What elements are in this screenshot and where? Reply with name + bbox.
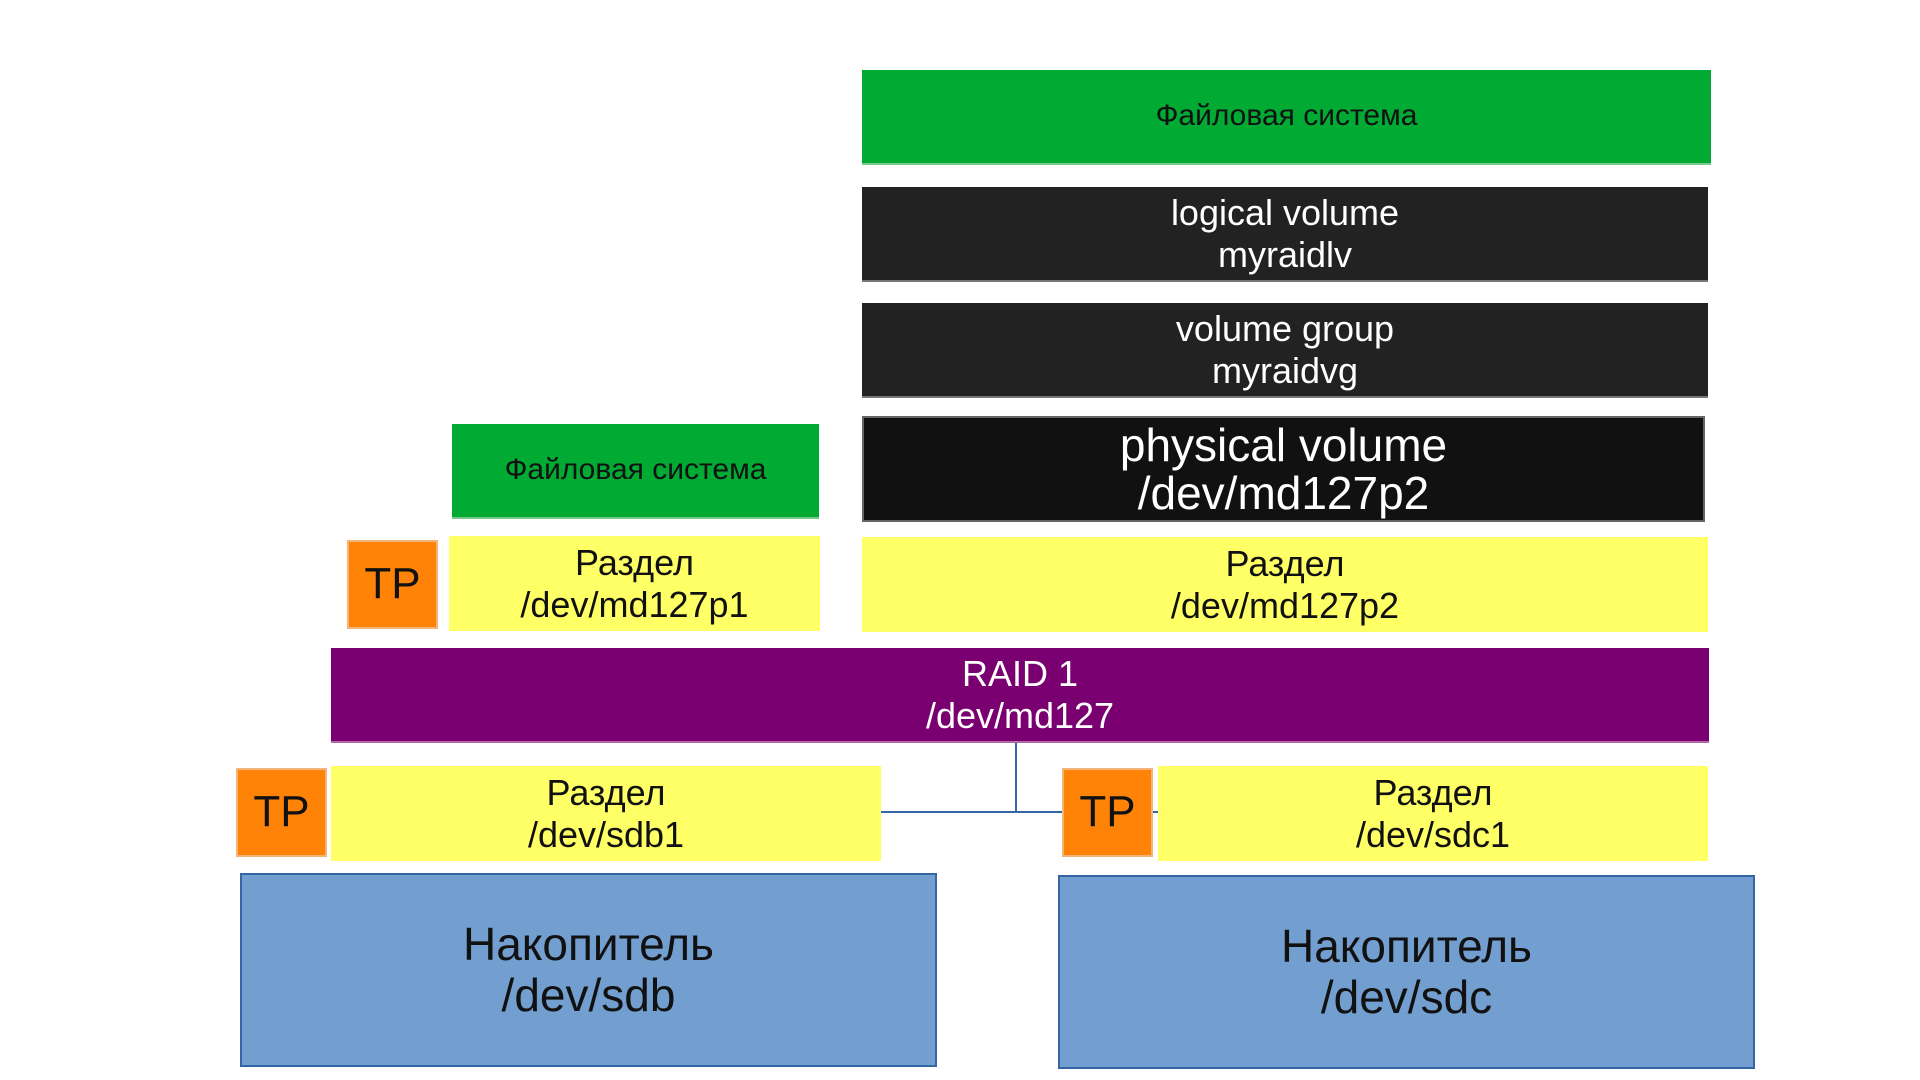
partition-label: Раздел (575, 542, 694, 584)
filesystem-box-right: Файловая система (862, 70, 1711, 165)
partition-sdc1-box: Раздел /dev/sdc1 (1158, 766, 1708, 861)
filesystem-label: Файловая система (1155, 99, 1418, 133)
disk-sdc-box: Накопитель /dev/sdc (1058, 875, 1755, 1069)
filesystem-box-left: Файловая система (452, 424, 819, 519)
raid-box: RAID 1 /dev/md127 (331, 648, 1709, 743)
physical-volume-device: /dev/md127p2 (1137, 467, 1430, 519)
volume-group-box: volume group myraidvg (862, 303, 1708, 398)
logical-volume-label: logical volume (1170, 192, 1400, 234)
partition-device: /dev/sdc1 (1355, 813, 1511, 855)
logical-volume-name: myraidlv (1217, 233, 1352, 275)
disk-label: Накопитель (1280, 920, 1533, 973)
partition-md127p1-box: Раздел /dev/md127p1 (449, 536, 820, 631)
raid-level-label: RAID 1 (961, 653, 1079, 695)
disk-sdb-box: Накопитель /dev/sdb (240, 873, 937, 1067)
disk-label: Накопитель (462, 918, 715, 971)
disk-device: /dev/sdc (1320, 971, 1493, 1023)
disk-device: /dev/sdb (501, 969, 676, 1021)
partition-label: Раздел (1373, 772, 1493, 814)
partition-device: /dev/sdb1 (527, 813, 685, 855)
partition-sdb1-box: Раздел /dev/sdb1 (331, 766, 881, 861)
partition-label: Раздел (546, 772, 666, 814)
volume-group-name: myraidvg (1211, 349, 1359, 391)
volume-group-label: volume group (1175, 308, 1395, 350)
filesystem-label: Файловая система (504, 453, 767, 487)
tp-box-sdb1: TP (236, 768, 327, 857)
partition-label: Раздел (1225, 543, 1345, 585)
tp-box-sdc1: TP (1062, 768, 1153, 857)
partition-device: /dev/md127p1 (520, 583, 749, 625)
partition-device: /dev/md127p2 (1170, 584, 1400, 626)
logical-volume-box: logical volume myraidlv (862, 187, 1708, 282)
raid-device: /dev/md127 (925, 694, 1115, 736)
tp-label: TP (253, 787, 310, 837)
physical-volume-box: physical volume /dev/md127p2 (862, 416, 1705, 522)
tp-label: TP (1079, 787, 1136, 837)
physical-volume-label: physical volume (1119, 418, 1448, 471)
tp-label: TP (364, 559, 421, 609)
tp-box-md127p1: TP (347, 540, 438, 629)
partition-md127p2-box: Раздел /dev/md127p2 (862, 537, 1708, 632)
